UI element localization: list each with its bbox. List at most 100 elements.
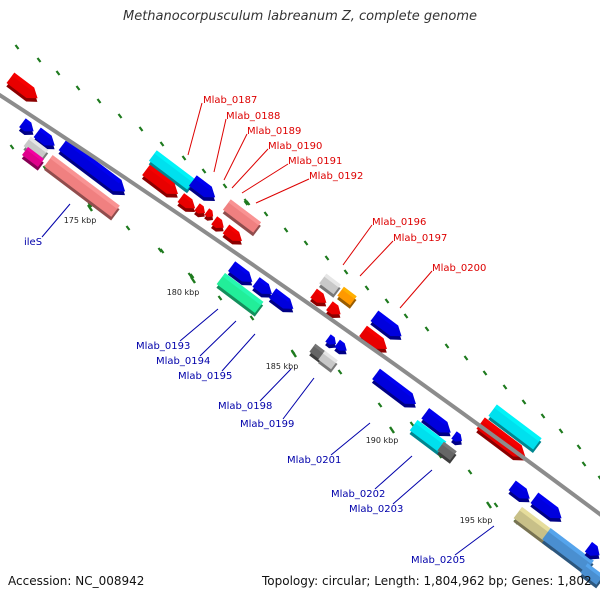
blue-gene-label[interactable]: Mlab_0205 (411, 555, 465, 566)
red-gene-label[interactable]: Mlab_0196 (372, 217, 426, 228)
gene-red-0191 (204, 208, 214, 221)
gene-steelblue (542, 528, 594, 576)
gene-orange-0197 (337, 286, 357, 309)
tick-label: 190 kbp (366, 436, 399, 445)
tick-dot (364, 285, 370, 291)
blue-leader-line (454, 525, 495, 556)
tick-dot (36, 57, 42, 63)
tick-dot (444, 343, 450, 349)
gene-red-0192 (222, 224, 242, 245)
tick-label: 195 kbp (460, 516, 493, 525)
blue-gene-label[interactable]: Mlab_0194 (156, 356, 210, 367)
red-leader-line (255, 178, 310, 204)
tick-dot (249, 315, 255, 321)
tick-mark (190, 276, 196, 284)
gene-grey-0199 (318, 350, 338, 373)
blue-gene-label[interactable]: Mlab_0195 (178, 371, 232, 382)
blue-leader-line (330, 422, 371, 456)
red-gene-label[interactable]: Mlab_0188 (226, 111, 280, 122)
red-gene-label[interactable]: Mlab_0189 (247, 126, 301, 137)
gene-red-0196b (310, 288, 327, 307)
red-gene-label[interactable]: Mlab_0197 (393, 233, 447, 244)
gene-green-0194 (216, 272, 264, 317)
blue-leader-line (259, 368, 292, 402)
tick-label: 180 kbp (167, 288, 200, 297)
blue-gene-label[interactable]: Mlab_0201 (287, 455, 341, 466)
blue-gene-label[interactable]: Mlab_0199 (240, 419, 294, 430)
tick-dot (521, 399, 527, 405)
gene-pink-0192 (222, 199, 262, 237)
gene-ileS (58, 138, 126, 196)
tick-dot (558, 428, 564, 434)
tick-dot (117, 113, 123, 119)
tick-dot (377, 402, 383, 408)
tick-dot (343, 269, 349, 275)
tick-dot (424, 326, 430, 332)
gene-red-0200 (358, 325, 387, 353)
gene-blue-0198a (325, 334, 336, 349)
tick-dot (384, 298, 390, 304)
blue-leader-line (282, 377, 315, 420)
blue-gene-label[interactable]: Mlab_0202 (331, 489, 385, 500)
tick-dot (243, 200, 249, 206)
tick-dot (403, 313, 409, 319)
tick-dot (181, 155, 187, 161)
tick-dot (467, 469, 473, 475)
tick-dot (482, 370, 488, 376)
red-gene-label[interactable]: Mlab_0190 (268, 141, 322, 152)
red-gene-label[interactable]: Mlab_0187 (203, 95, 257, 106)
gene-blue-edge (584, 541, 600, 560)
red-gene-label[interactable]: Mlab_0191 (288, 156, 342, 167)
tick-dot (463, 355, 469, 361)
blue-gene-label[interactable]: Mlab_0193 (136, 341, 190, 352)
map-title: Methanocorpusculum labreanum Z, complete… (123, 9, 477, 24)
tick-dot (125, 225, 131, 231)
tick-dot (96, 98, 102, 104)
accession-text: Accession: NC_008942 (8, 574, 145, 588)
red-leader-line (241, 163, 289, 194)
gene-cyan-0187 (148, 150, 196, 194)
tick-dot (576, 444, 582, 450)
tick-label: 175 kbp (64, 216, 97, 225)
gene-darkgrey-0203 (437, 441, 457, 464)
blue-gene-label[interactable]: Mlab_0203 (349, 504, 403, 515)
blue-leader-line (392, 469, 433, 505)
gene-red-0190 (194, 203, 205, 218)
gene-cyan-0202 (409, 419, 447, 456)
red-gene-label[interactable]: Mlab_0200 (432, 263, 486, 274)
gene-blue-0193b (252, 277, 272, 298)
red-leader-line (223, 133, 248, 181)
tick-dot (9, 144, 15, 150)
tick-dots (9, 44, 600, 544)
gene-blue-b (33, 127, 55, 150)
gene-red-0187b (141, 164, 178, 198)
tick-dot (217, 295, 223, 301)
tick-mark (389, 426, 395, 434)
gene-red-0191b (210, 216, 224, 232)
blue-leader-line (221, 333, 256, 372)
tick-dot (263, 211, 269, 217)
red-leader-line (342, 224, 373, 266)
tick-dot (597, 475, 600, 480)
gene-blue-0202a (421, 408, 451, 437)
blue-gene-label[interactable]: Mlab_0198 (218, 401, 272, 412)
gene-grey-a (23, 136, 49, 164)
topology-text: Topology: circular; Length: 1,804,962 bp… (262, 574, 592, 588)
red-gene-label[interactable]: Mlab_0192 (309, 171, 363, 182)
gene-blue-0202b (451, 431, 462, 446)
blue-leader-line (374, 455, 413, 490)
tick-dot (159, 141, 165, 147)
tick-dot (55, 70, 61, 76)
blue-gene-label[interactable]: ileS (24, 237, 42, 248)
red-leader-line (399, 270, 433, 309)
gene-blue-0193a (227, 261, 253, 286)
tick-label: 185 kbp (266, 362, 299, 371)
tick-dot (493, 502, 499, 508)
genome-backbone (0, 92, 600, 517)
tick-dot (187, 272, 193, 278)
gene-red-top (6, 72, 38, 102)
gene-blue-0205b (530, 492, 562, 522)
gene-blue-a (18, 118, 34, 135)
tick-dot (14, 44, 20, 50)
